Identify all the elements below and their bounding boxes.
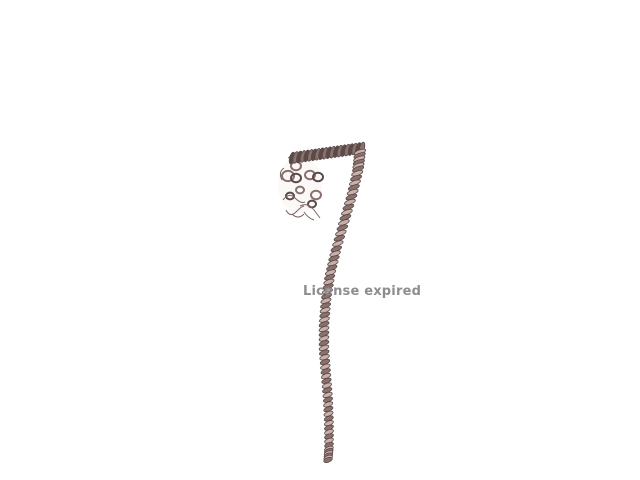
- globular-domain: [278, 153, 324, 221]
- helix-rings: [281, 160, 324, 209]
- long-coiled-coil-helix: [318, 148, 367, 463]
- top-horizontal-helix: [288, 141, 366, 165]
- license-watermark: License expired: [303, 284, 422, 299]
